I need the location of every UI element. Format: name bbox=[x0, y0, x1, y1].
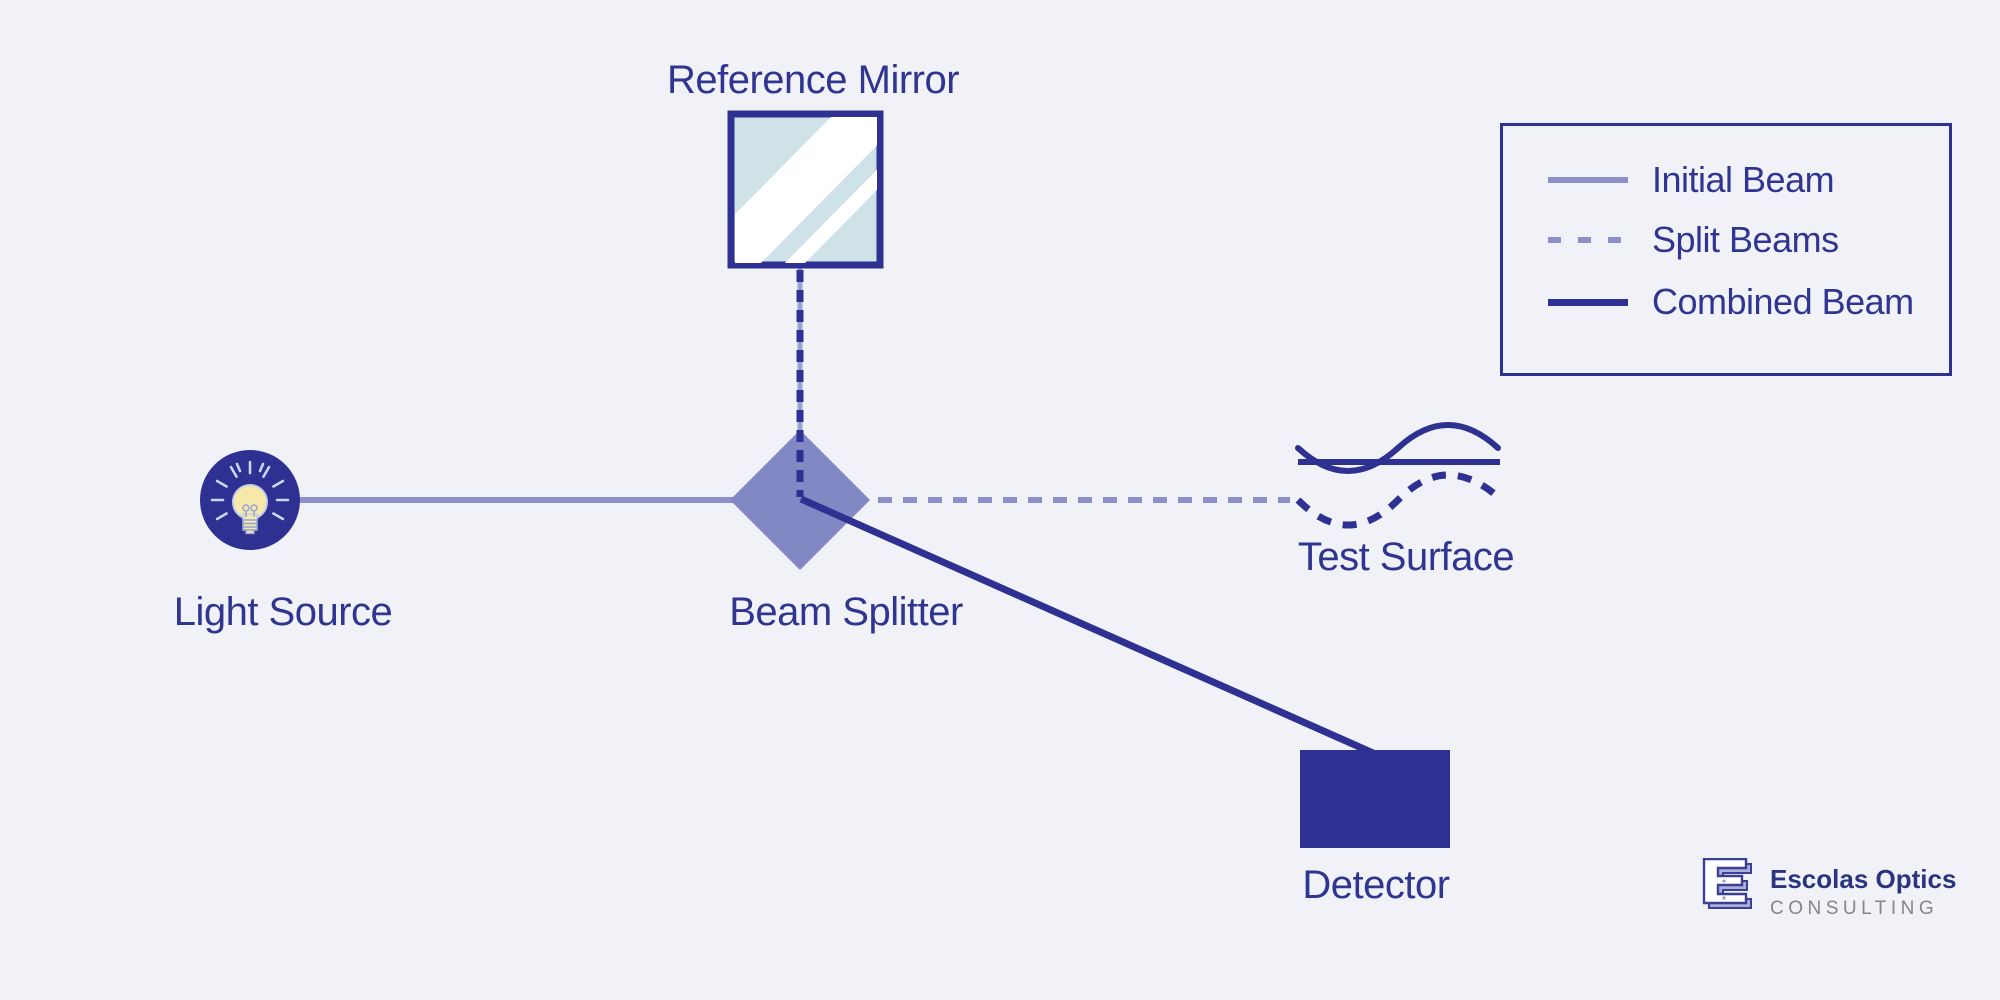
logo-dot bbox=[1722, 896, 1726, 900]
bulb-filament bbox=[242, 504, 258, 517]
brand-text: Escolas Optics CONSULTING bbox=[1770, 864, 1956, 920]
mirror-stripes bbox=[735, 117, 877, 263]
legend-item-initial-beam: Initial Beam bbox=[1548, 159, 1835, 200]
letter-e-3d-icon bbox=[1702, 858, 1752, 909]
legend-item-split-beams: Split Beams bbox=[1548, 219, 1839, 260]
beam-splitter-diamond bbox=[730, 430, 870, 570]
logo-dot bbox=[1722, 879, 1726, 883]
combined-beam-swatch bbox=[1548, 298, 1628, 306]
legend-label: Split Beams bbox=[1652, 219, 1839, 260]
initial-beam-swatch bbox=[1548, 177, 1628, 183]
reference-mirror-shape bbox=[727, 110, 884, 269]
split-beams-swatch bbox=[1548, 237, 1628, 243]
bulb-base bbox=[242, 519, 258, 535]
legend-item-combined-beam: Combined Beam bbox=[1548, 281, 1914, 322]
legend-label: Combined Beam bbox=[1652, 281, 1914, 322]
brand-name: Escolas Optics bbox=[1770, 864, 1957, 894]
light-source-icon bbox=[200, 450, 300, 550]
bulb-neck bbox=[242, 513, 258, 521]
combined-beam-line bbox=[799, 495, 1375, 757]
test-surface-solid-wave bbox=[1295, 421, 1501, 475]
test-surface-label: Test Surface bbox=[1297, 535, 1515, 579]
beam-splitter-label: Beam Splitter bbox=[729, 590, 963, 634]
legend-label: Initial Beam bbox=[1652, 159, 1835, 200]
brand-lockup: Escolas Optics CONSULTING bbox=[1702, 858, 1956, 920]
bulb-rays bbox=[210, 460, 290, 521]
legend-box: Initial Beam Split Beams Combined Beam bbox=[1500, 123, 1952, 376]
brand-tagline: CONSULTING bbox=[1770, 898, 1939, 919]
light-source-label: Light Source bbox=[173, 590, 393, 634]
reference-mirror-label: Reference Mirror bbox=[666, 58, 960, 102]
test-surface-waves bbox=[1295, 421, 1501, 529]
detector-shape bbox=[1300, 750, 1450, 848]
detector-label: Detector bbox=[1302, 863, 1450, 907]
test-surface-dashed-wave bbox=[1295, 471, 1501, 529]
